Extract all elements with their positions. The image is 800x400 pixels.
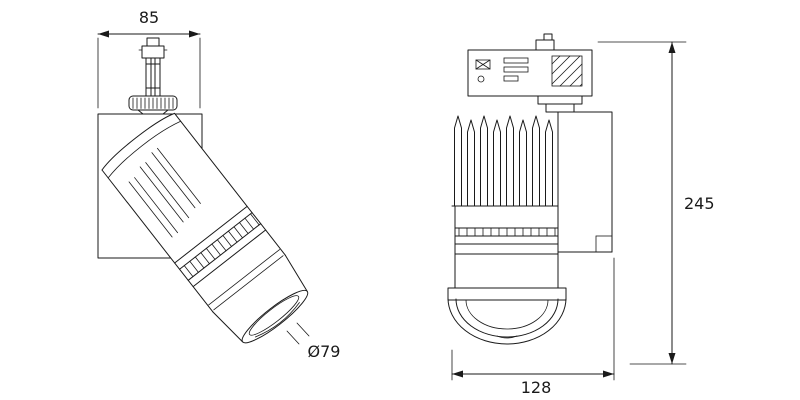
stem-top-cap xyxy=(146,37,160,47)
barrel-bezel-taper xyxy=(212,254,308,343)
body-ring-lines xyxy=(454,227,559,255)
dimension-245-arrow-top xyxy=(668,42,676,53)
knurled-ring-hatch xyxy=(132,97,174,109)
lens-bezel xyxy=(447,287,567,301)
track-adapter xyxy=(467,33,593,113)
barrel-lower-rings xyxy=(208,249,284,311)
heatsink-fins xyxy=(454,115,553,206)
mounting-arm-hinge xyxy=(595,235,613,253)
adapter-slot-1 xyxy=(503,57,529,64)
adapter-slot-2 xyxy=(503,66,529,73)
dimension-diameter-79: Ø79 xyxy=(286,322,341,361)
dimension-245-label: 245 xyxy=(684,194,715,213)
stem-plug xyxy=(141,45,165,59)
lens-front xyxy=(447,287,567,345)
dimension-85-extension-lines xyxy=(97,37,201,109)
body-ring-knurl xyxy=(458,227,556,237)
front-rim-lip xyxy=(254,302,300,338)
dimension-85-arrow-right xyxy=(189,30,200,38)
lens-bottom-detail xyxy=(496,335,518,339)
dimension-128: 128 xyxy=(451,257,615,397)
heatsink xyxy=(451,115,559,207)
barrel-vent-slots xyxy=(128,147,201,238)
dimension-128-extension-lines xyxy=(451,257,615,381)
barrel-top-cap xyxy=(101,112,175,171)
front-rim xyxy=(241,289,309,344)
knurled-ring-neck xyxy=(137,109,169,115)
knurled-ring xyxy=(128,95,178,115)
stem-shaft xyxy=(145,57,161,97)
dimension-245: 245 xyxy=(597,41,715,365)
focus-ring-knurl xyxy=(183,213,260,278)
dimension-85: 85 xyxy=(97,8,201,109)
adapter-housing xyxy=(467,49,593,97)
dimension-128-arrow-left xyxy=(452,370,463,378)
adapter-neck-lower xyxy=(545,103,575,113)
front-rim-inner xyxy=(248,295,300,336)
lens-mid-arc xyxy=(455,298,559,338)
adapter-screw xyxy=(477,75,485,83)
dimension-79-label: Ø79 xyxy=(308,342,341,361)
barrel-cap-seam xyxy=(107,120,182,179)
side-view: 85 xyxy=(97,8,341,361)
adapter-neck-upper xyxy=(537,95,583,105)
adapter-contact-hatch xyxy=(551,55,583,87)
barrel-edges xyxy=(101,112,286,313)
mounting-arm-body xyxy=(557,111,613,253)
adapter-top-knob xyxy=(543,33,553,41)
dimension-245-arrow-bottom xyxy=(668,353,676,364)
dimension-128-arrow-right xyxy=(603,370,614,378)
adapter-contact-block xyxy=(551,55,583,87)
body-cylinder-outline xyxy=(454,205,559,293)
spotlight-barrel xyxy=(101,112,309,344)
adapter-slot-3 xyxy=(503,75,519,82)
dimension-85-arrow-left xyxy=(98,30,109,38)
body-cylinder xyxy=(454,205,559,293)
barrel-silhouette xyxy=(102,113,308,342)
track-stem-side xyxy=(138,37,168,97)
focus-ring-lines xyxy=(174,205,267,288)
dimension-128-label: 128 xyxy=(521,378,552,397)
dimension-79-ticks xyxy=(286,322,310,345)
adapter-switch-cross xyxy=(475,59,491,70)
mounting-arm xyxy=(557,111,613,253)
dimension-245-extension-lines xyxy=(597,41,687,365)
adapter-tab xyxy=(535,39,555,51)
dimension-85-label: 85 xyxy=(139,8,159,27)
front-view: 245 128 xyxy=(447,33,715,397)
adapter-switch xyxy=(475,59,491,70)
lens-inner-arc xyxy=(465,299,549,330)
lens-outer-arc xyxy=(447,297,567,345)
